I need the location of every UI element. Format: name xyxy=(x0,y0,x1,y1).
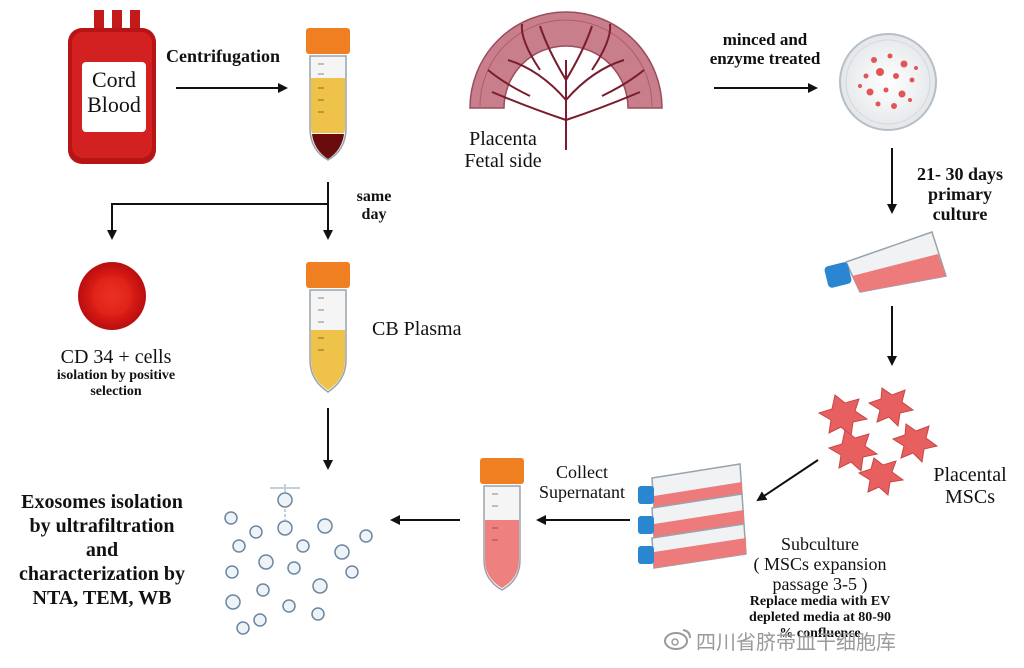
exosome-particles-icon xyxy=(224,484,373,635)
collect-line1: Collect xyxy=(556,462,608,482)
subculture-line3: passage 3-5 ) xyxy=(772,574,868,595)
exosomes-line5: NTA, TEM, WB xyxy=(32,587,172,609)
subculture-line1: Subculture xyxy=(781,534,859,554)
placenta-line2: Fetal side xyxy=(464,150,542,173)
cd34-line1: isolation by positive xyxy=(56,368,176,384)
exosomes-line4: characterization by xyxy=(18,563,186,585)
collect-line2: Supernatant xyxy=(539,482,625,503)
cb-plasma-label: CB Plasma xyxy=(372,318,462,340)
subculture-label: Subculture ( MSCs expansion passage 3-5 … xyxy=(720,534,920,641)
collect-supernatant-label: Collect Supernatant xyxy=(528,462,636,502)
petri-dish-icon xyxy=(839,33,937,131)
cord-blood-line1: Cord xyxy=(92,67,136,92)
exosomes-line2: by ultrafiltration xyxy=(29,515,175,537)
subculture-line6: % confluence xyxy=(779,625,861,641)
primary-culture-line2: primary xyxy=(928,184,992,205)
cord-blood-bag-icon xyxy=(68,10,156,164)
primary-culture-line1: 21- 30 days xyxy=(916,164,1003,184)
primary-culture-line3: culture xyxy=(932,204,988,225)
cb-plasma-tube-icon xyxy=(306,262,350,393)
exosomes-line1: Exosomes isolation xyxy=(21,491,183,513)
arrow-mscs-to-subculture xyxy=(756,459,819,502)
placenta-icon xyxy=(469,11,663,150)
arrow-same-day-split xyxy=(107,182,333,240)
primary-culture-label: 21- 30 days primary culture xyxy=(904,164,1016,224)
cord-blood-label: Cord Blood xyxy=(82,67,146,117)
subculture-line2: ( MSCs expansion xyxy=(753,554,887,575)
cd34-cell-icon xyxy=(78,262,146,330)
watermark-text: 四川省脐带血干细胞库 xyxy=(696,630,896,654)
supernatant-tube-icon xyxy=(480,458,524,591)
subculture-line4: Replace media with EV xyxy=(749,594,891,610)
minced-line1: minced and xyxy=(722,30,808,49)
placental-mscs-label: Placental MSCs xyxy=(920,464,1020,509)
weibo-icon xyxy=(664,629,691,650)
minced-line2: enzyme treated xyxy=(709,49,821,69)
placenta-line1: Placenta xyxy=(469,128,537,150)
placental-mscs-line1: Placental xyxy=(933,464,1007,486)
same-day-line1: same xyxy=(356,188,392,205)
cd34-label: CD 34 + cells isolation by positive sele… xyxy=(26,346,206,400)
minced-label: minced and enzyme treated xyxy=(690,30,840,68)
subculture-line5: depleted media at 80-90 xyxy=(749,610,891,626)
stacked-flasks-icon xyxy=(638,463,747,569)
centrifuged-tube-icon xyxy=(306,28,350,161)
exosomes-line3: and xyxy=(85,539,119,561)
cd34-title: CD 34 + cells xyxy=(60,346,172,368)
placental-mscs-line2: MSCs xyxy=(944,486,996,509)
placenta-label: Placenta Fetal side xyxy=(448,128,558,173)
centrifugation-label: Centrifugation xyxy=(166,46,280,66)
placental-mscs-icon xyxy=(817,387,939,496)
same-day-label: same day xyxy=(344,188,404,224)
same-day-line2: day xyxy=(361,205,387,223)
cord-blood-line2: Blood xyxy=(87,91,141,117)
cd34-line2: selection xyxy=(90,384,142,400)
exosomes-label: Exosomes isolation by ultrafiltration an… xyxy=(2,490,202,610)
culture-flask-icon xyxy=(824,231,947,293)
